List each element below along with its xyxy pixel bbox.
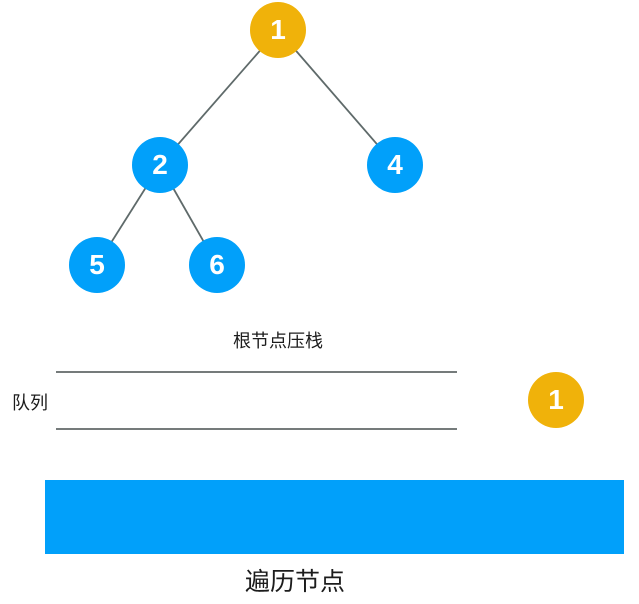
tree-node-4: 4 (367, 137, 423, 193)
tree-node-5-value: 5 (89, 249, 105, 280)
traversal-caption: 遍历节点 (245, 568, 346, 596)
traversal-bar (45, 480, 624, 554)
tree-edge-1-4 (277, 29, 396, 166)
tree-node-5: 5 (69, 237, 125, 293)
tree-node-4-value: 4 (387, 149, 403, 180)
tree-node-6: 6 (189, 237, 245, 293)
pending-node: 1 (528, 372, 584, 428)
pending-node-value: 1 (548, 384, 564, 415)
queue-top-line (56, 371, 457, 373)
tree-edge-1-2 (159, 29, 279, 166)
tree-node-2: 2 (132, 137, 188, 193)
tree-node-6-value: 6 (209, 249, 225, 280)
tree-node-1: 1 (250, 2, 306, 58)
stack-caption: 根节点压栈 (233, 331, 323, 351)
queue-bottom-line (56, 428, 457, 430)
tree-node-2-value: 2 (152, 149, 168, 180)
queue-area (56, 373, 457, 428)
queue-label: 队列 (12, 393, 48, 413)
tree-node-1-value: 1 (270, 14, 286, 45)
